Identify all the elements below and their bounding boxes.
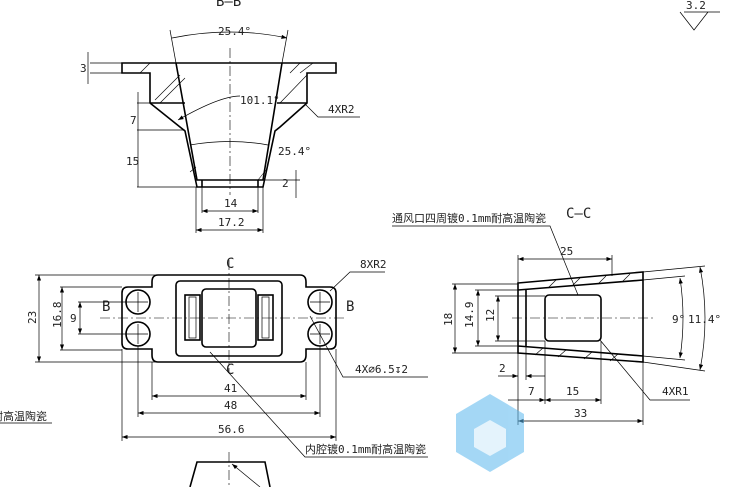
svg-text:25.4°: 25.4° [278, 145, 311, 158]
svg-text:C: C [226, 256, 234, 272]
svg-text:17.2: 17.2 [218, 216, 245, 229]
svg-text:C—C: C—C [566, 206, 591, 222]
svg-text:15: 15 [566, 385, 579, 398]
svg-text:33: 33 [574, 407, 587, 420]
svg-text:18: 18 [442, 313, 455, 326]
svg-text:内腔镀0.1mm耐高温陶瓷: 内腔镀0.1mm耐高温陶瓷 [305, 442, 426, 456]
svg-text:B: B [102, 299, 110, 315]
svg-text:25: 25 [560, 245, 573, 258]
svg-text:12: 12 [484, 309, 497, 322]
partial-note: 耐高温陶瓷 [0, 409, 47, 423]
svg-text:11.4°: 11.4° [688, 313, 721, 326]
svg-text:16.8: 16.8 [51, 302, 64, 329]
svg-text:9°: 9° [672, 313, 685, 326]
svg-text:8XR2: 8XR2 [360, 258, 387, 271]
svg-text:23: 23 [26, 311, 39, 324]
svg-text:48: 48 [224, 399, 237, 412]
svg-text:14: 14 [224, 197, 238, 210]
front-view: C C B B 23 16.8 9 41 48 56.6 8XR2 4X⌀6.5… [26, 256, 428, 487]
svg-text:9: 9 [70, 312, 77, 325]
svg-text:7: 7 [130, 114, 137, 127]
svg-text:7: 7 [528, 385, 535, 398]
section-view-bb: B—B 25.4° 3 101.1° 4XR2 7 15 25.4° 2 14 … [80, 0, 360, 233]
svg-text:4XR2: 4XR2 [328, 103, 355, 116]
svg-text:4XR1: 4XR1 [662, 385, 689, 398]
svg-text:101.1°: 101.1° [240, 94, 280, 107]
svg-text:2: 2 [499, 362, 506, 375]
svg-text:25.4°: 25.4° [218, 25, 251, 38]
svg-text:2: 2 [282, 177, 289, 190]
svg-text:41: 41 [224, 382, 237, 395]
svg-text:4X⌀6.5↧2: 4X⌀6.5↧2 [355, 363, 408, 376]
roughness-symbol: 3.2 [679, 0, 720, 31]
view-title: B—B [216, 0, 241, 10]
section-view-cc: C—C 通风口四周镀0.1mm耐高温陶瓷 18 14.9 12 25 9° 11… [392, 206, 721, 425]
svg-text:通风口四周镀0.1mm耐高温陶瓷: 通风口四周镀0.1mm耐高温陶瓷 [392, 211, 546, 225]
watermark-logo [456, 394, 524, 472]
svg-text:3: 3 [80, 62, 87, 75]
svg-text:C: C [226, 362, 234, 378]
svg-text:3.2: 3.2 [686, 0, 706, 12]
svg-text:15: 15 [126, 155, 139, 168]
svg-text:56.6: 56.6 [218, 423, 245, 436]
svg-text:14.9: 14.9 [463, 302, 476, 329]
svg-text:B: B [346, 299, 354, 315]
